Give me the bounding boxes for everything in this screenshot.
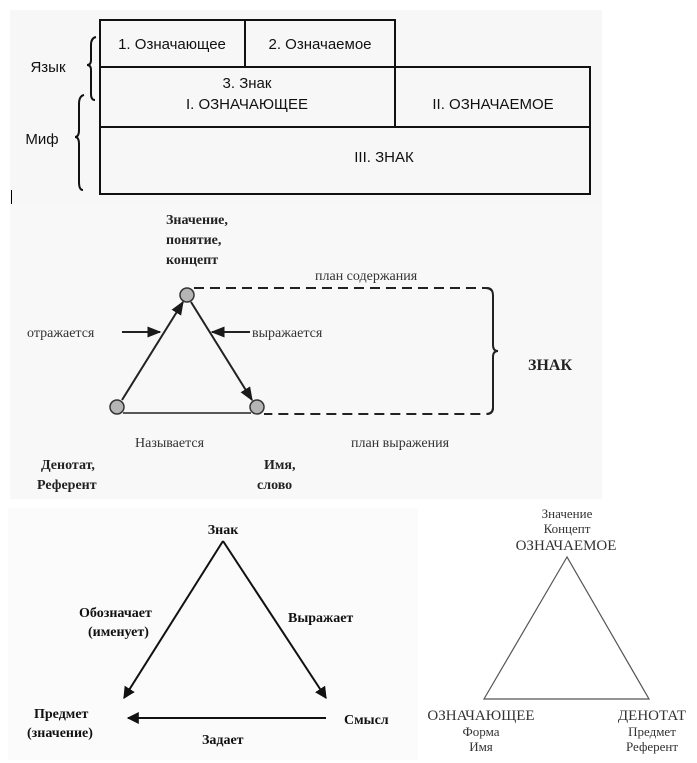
- name-line-1: Имя,: [264, 458, 296, 473]
- edge-expresses: [190, 301, 253, 402]
- table-row-myth-sign: [99, 126, 591, 195]
- concept-line-2: понятие,: [166, 233, 221, 248]
- semiotic-triangle-panel: [10, 205, 602, 499]
- vertex-sense: Смысл: [344, 713, 389, 728]
- node-referent: [109, 399, 125, 415]
- label-named: Называется: [135, 436, 205, 451]
- label-reflects: отражается: [27, 326, 95, 341]
- concept-line-3: концепт: [166, 253, 218, 268]
- label-sets: Задает: [202, 733, 244, 748]
- apex-sign: Знак: [208, 523, 239, 538]
- cell-signifier: 1. Означающее: [118, 36, 226, 53]
- vertex-object-2: (значение): [27, 726, 93, 741]
- label-denotes-2: (именует): [88, 625, 149, 640]
- vertex-denotat: ДЕНОТАТ: [618, 708, 686, 724]
- cell-myth-sign: III. ЗНАК: [354, 149, 414, 166]
- triangle-4: [482, 555, 651, 700]
- sign-brace: [486, 287, 499, 415]
- vertex-name-label: Имя: [469, 739, 493, 754]
- vertex-referent: Референт: [626, 739, 678, 754]
- node-concept: [179, 287, 195, 303]
- cell-myth-signifier: I. ОЗНАЧАЮЩЕЕ: [186, 96, 308, 113]
- myth-brace: [74, 94, 85, 191]
- language-brace: [86, 36, 97, 101]
- content-plane-label: план содержания: [315, 269, 418, 284]
- apex-signified: ОЗНАЧАЕМОЕ: [516, 538, 617, 554]
- edge-denotes: [123, 540, 224, 700]
- cell-myth-signified: II. ОЗНАЧАЕМОЕ: [432, 96, 553, 113]
- vertex-signifier: ОЗНАЧАЮЩЕЕ: [427, 708, 534, 724]
- label-myth: Миф: [25, 131, 58, 148]
- triangle-3: [123, 540, 327, 724]
- triangle-2: [109, 287, 499, 415]
- label-language: Язык: [30, 59, 65, 76]
- node-name: [249, 399, 265, 415]
- expression-plane-label: план выражения: [351, 436, 450, 451]
- vertex-object: Предмет: [628, 724, 676, 739]
- apex-concept: Концепт: [544, 521, 591, 536]
- barthes-myth-table-panel: [10, 10, 602, 206]
- cell-signified: 2. Означаемое: [268, 36, 371, 53]
- name-line-2: слово: [257, 478, 292, 493]
- concept-line-1: Значение,: [166, 213, 228, 228]
- label-expresses: выражается: [252, 326, 323, 341]
- cell-sign: 3. Знак: [223, 75, 272, 92]
- text-cursor: [11, 190, 12, 204]
- referent-line-2: Референт: [37, 478, 97, 493]
- label-expresses-sense: Выражает: [288, 611, 353, 626]
- referent-line-1: Денотат,: [41, 458, 95, 473]
- myth-table: [99, 19, 591, 195]
- apex-meaning: Значение: [542, 506, 593, 521]
- vertex-form: Форма: [463, 724, 500, 739]
- planes-dashed-outline: [194, 287, 494, 415]
- sign-label: ЗНАК: [528, 357, 572, 374]
- edge-expresses-sense: [222, 540, 327, 700]
- label-denotes-1: Обозначает: [79, 606, 152, 621]
- vertex-object-1: Предмет: [34, 707, 89, 722]
- edge-reflects: [121, 300, 184, 401]
